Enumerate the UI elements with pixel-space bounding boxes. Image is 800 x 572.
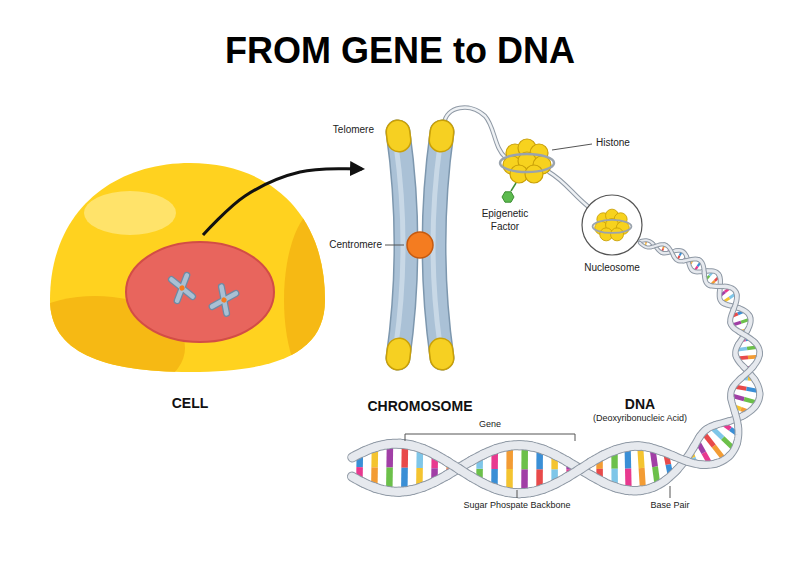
part-label: Base Pair	[630, 500, 710, 511]
epigenetic-factor-shape	[502, 192, 514, 202]
nucleus-chromosomes	[171, 275, 235, 313]
backbone-outline	[352, 243, 759, 493]
backbone-outline	[352, 240, 760, 491]
flow-arrow	[203, 169, 362, 235]
illustration-group: CELL	[60, 235, 320, 415]
histone-ball	[525, 165, 543, 183]
backbone-segment	[352, 451, 364, 457]
backbone-segment	[352, 477, 364, 483]
cell-body	[5, 163, 356, 400]
dna-helix	[352, 240, 760, 493]
nucleosome-ring	[582, 195, 642, 255]
part-label: Gene	[465, 419, 515, 430]
illustration-group: CHROMOSOME	[362, 118, 478, 418]
backbone-segment	[352, 477, 364, 483]
leader-lines	[385, 144, 670, 498]
section-heading: CHROMOSOME	[368, 398, 473, 418]
sugar-phosphate-backbone	[352, 240, 760, 491]
histone-ball	[611, 228, 624, 241]
section-heading: CELL	[172, 395, 209, 415]
part-label: Nucleosome	[572, 262, 652, 275]
part-label: DNA	[588, 396, 692, 414]
histone-clusters	[500, 139, 631, 241]
diagram-title: FROM GENE to DNA	[0, 30, 800, 72]
part-label: Centromere	[300, 239, 382, 252]
histone-cluster	[593, 209, 632, 241]
sugar-phosphate-backbone	[352, 243, 759, 493]
part-label: Sugar Phospate Backbone	[447, 500, 587, 511]
nucleus	[126, 242, 274, 342]
chromatin-strand	[549, 172, 590, 208]
chromosome-figure	[396, 108, 506, 358]
part-label: Epigenetic Factor	[470, 208, 540, 233]
epigenetic-link	[511, 183, 516, 191]
chromatin-strand	[549, 172, 590, 208]
histone-cluster	[500, 139, 554, 183]
part-label: Telomere	[300, 124, 374, 137]
part-label: Histone	[596, 137, 656, 150]
part-label: (Deoxyribonucleic Acid)	[578, 413, 702, 424]
wrapped-dna	[500, 154, 554, 172]
wrapped-dna	[593, 220, 632, 233]
base-pairs	[359, 240, 759, 493]
backbone-segment	[352, 451, 364, 457]
